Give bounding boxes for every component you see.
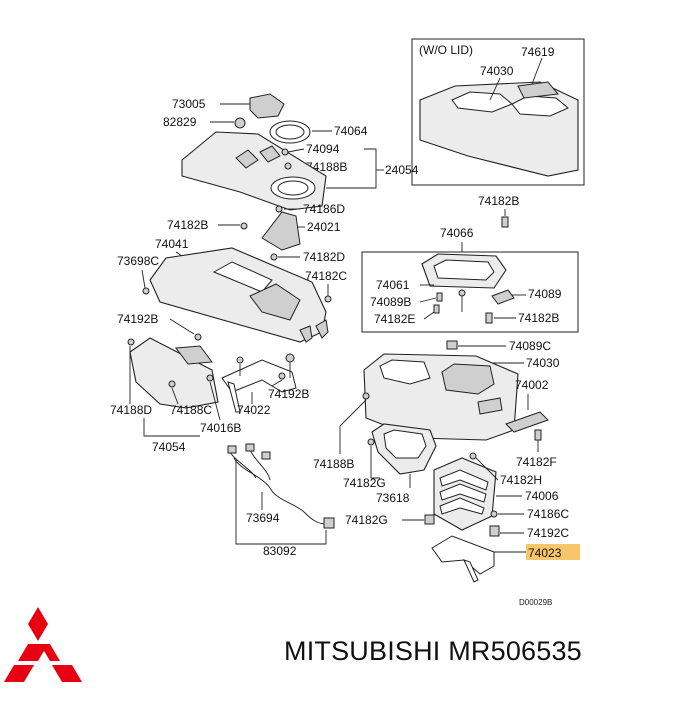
- part-74030-main-console: [363, 353, 519, 441]
- part-74041-console-body: [149, 247, 329, 343]
- label-74182G-2: 74182G: [345, 513, 388, 527]
- label-82829: 82829: [163, 115, 197, 129]
- drawing-code: D00029B: [519, 598, 552, 607]
- label-74192C: 74192C: [527, 526, 569, 540]
- label-74041: 74041: [155, 237, 189, 251]
- label-74182G-1: 74182G: [343, 476, 386, 490]
- label-74022: 74022: [237, 403, 271, 417]
- label-73618: 73618: [376, 491, 410, 505]
- lid-group-frame: [361, 251, 579, 333]
- label-74089B: 74089B: [370, 295, 411, 309]
- label-74188B-2: 74188B: [313, 457, 354, 471]
- label-74030-inset: 74030: [480, 64, 514, 78]
- label-74188D: 74188D: [110, 403, 152, 417]
- label-74066: 74066: [440, 226, 474, 240]
- label-73005: 73005: [172, 97, 206, 111]
- highlight-74023: [526, 544, 580, 560]
- console-tray-inset: [419, 81, 579, 177]
- label-74192B-1: 74192B: [117, 312, 158, 326]
- label-73698C: 73698C: [117, 254, 159, 268]
- label-74182B-2: 74182B: [478, 194, 519, 208]
- label-74064: 74064: [334, 124, 368, 138]
- part-74002-trim: [505, 411, 549, 433]
- brand-part-number: MITSUBISHI MR506535: [284, 636, 582, 666]
- inset-frame: [411, 38, 585, 186]
- label-74016B: 74016B: [200, 421, 241, 435]
- part-74022-bracket: [221, 359, 297, 413]
- part-74089-latch: [491, 289, 515, 305]
- label-74182D: 74182D: [303, 250, 345, 264]
- part-74023-bracket: [431, 535, 495, 583]
- label-24021: 24021: [307, 220, 341, 234]
- label-74188C: 74188C: [170, 403, 212, 417]
- label-74182C: 74182C: [305, 269, 347, 283]
- label-74006: 74006: [525, 489, 559, 503]
- label-74182E: 74182E: [374, 312, 415, 326]
- label-83092: 83092: [263, 544, 297, 558]
- label-74089: 74089: [528, 287, 562, 301]
- label-74182F: 74182F: [516, 455, 557, 469]
- label-74061: 74061: [376, 278, 410, 292]
- label-74182B-1: 74182B: [167, 218, 208, 232]
- label-74054: 74054: [152, 440, 186, 454]
- label-74030-main: 74030: [526, 356, 560, 370]
- label-74182B-3: 74182B: [518, 311, 559, 325]
- part-74054-side-panel: [129, 337, 219, 409]
- label-74089C: 74089C: [509, 339, 551, 353]
- label-74186C: 74186C: [527, 507, 569, 521]
- label-74094: 74094: [306, 142, 340, 156]
- part-24054-panel: [181, 131, 327, 211]
- label-74619: 74619: [521, 45, 555, 59]
- label-24054: 24054: [385, 163, 419, 177]
- part-82829-clip: [234, 117, 246, 129]
- mitsubishi-logo-icon: [4, 607, 82, 682]
- part-74061-lid: [421, 253, 507, 289]
- label-74182H: 74182H: [500, 473, 542, 487]
- label-73694: 73694: [246, 511, 280, 525]
- part-24021-boot: [261, 211, 301, 251]
- label-74023: 74023: [528, 546, 562, 560]
- part-83092-harness: [227, 443, 335, 529]
- part-73005-cap: [249, 93, 285, 119]
- inset-title: (W/O LID): [419, 43, 473, 57]
- label-74192B-2: 74192B: [268, 387, 309, 401]
- part-73618-bin: [371, 423, 437, 475]
- label-74002: 74002: [515, 378, 549, 392]
- label-74186D: 74186D: [303, 202, 345, 216]
